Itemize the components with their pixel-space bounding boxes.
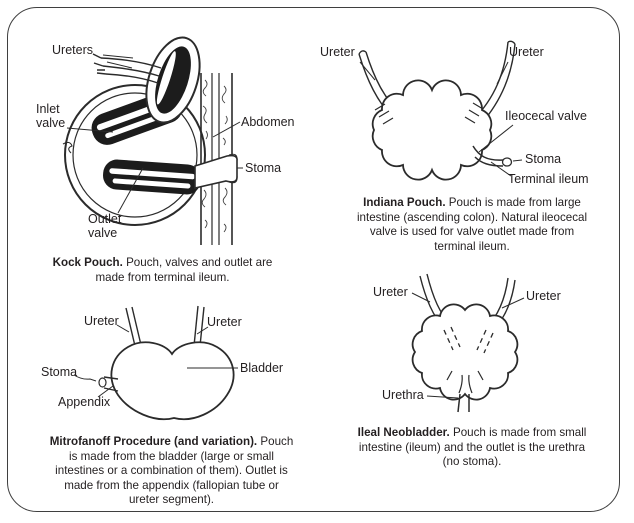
wall-texture — [201, 79, 228, 233]
kock-ureters — [92, 53, 162, 84]
page-border-frame — [7, 7, 620, 512]
mitrofanoff-leader-lines — [73, 324, 238, 398]
kock-pouch-body — [62, 84, 206, 226]
caption-body: Pouch is made from small intestine (ileu… — [358, 426, 587, 469]
caption-body: Pouch is made from large intestine (asce… — [356, 196, 588, 253]
ileal-bottom-fold — [446, 370, 484, 394]
ileal-pouch-body — [411, 303, 519, 401]
caption-title: Ileal Neobladder. — [357, 426, 450, 439]
caption-ileal-neobladder: Ileal Neobladder. Pouch is made from sma… — [352, 426, 592, 470]
indiana-terminal-ileum — [472, 145, 513, 167]
ileal-ureter-implants — [443, 326, 494, 354]
mitrofanoff-illustration — [73, 305, 238, 420]
kock-leader-lines — [66, 54, 243, 214]
label-outlet-valve: Outlet valve — [88, 212, 122, 240]
label-ureter-left: Ureter — [84, 314, 119, 328]
label-stoma: Stoma — [41, 365, 78, 379]
label-ureter-right: Ureter — [207, 315, 242, 329]
caption-kock-pouch: Kock Pouch. Pouch, valves and outlet are… — [45, 256, 280, 285]
caption-indiana-pouch: Indiana Pouch. Pouch is made from large … — [352, 196, 592, 254]
indiana-leader-lines — [359, 61, 523, 177]
label-ureters: Ureters — [52, 43, 93, 57]
ileal-urethra — [457, 393, 470, 413]
indiana-suture-marks — [374, 102, 484, 125]
indiana-pouch-illustration — [358, 40, 523, 181]
ileal-neobladder-illustration — [411, 273, 525, 413]
label-stoma: Stoma — [245, 161, 282, 175]
kock-stoma — [194, 153, 238, 190]
indiana-pouch-body — [371, 79, 493, 181]
caption-title: Mitrofanoff Procedure (and variation). — [49, 435, 258, 448]
label-abdomen: Abdomen — [241, 115, 295, 129]
label-inlet-valve: Inlet valve — [36, 102, 66, 130]
kock-outlet-valve — [103, 159, 201, 195]
caption-body: Pouch is made from the bladder (large or… — [55, 435, 294, 507]
label-appendix: Appendix — [58, 395, 111, 409]
caption-mitrofanoff: Mitrofanoff Procedure (and variation). P… — [49, 435, 294, 508]
caption-title: Indiana Pouch. — [363, 196, 446, 209]
kock-pouch-illustration — [62, 36, 243, 245]
caption-title: Kock Pouch. — [52, 256, 123, 269]
label-ileocecal-valve: Ileocecal valve — [505, 109, 587, 123]
mitrofanoff-ureters — [125, 305, 205, 347]
mitrofanoff-bladder-body — [110, 341, 235, 420]
kock-afferent-limb — [145, 36, 201, 124]
label-ureter-right: Ureter — [526, 289, 561, 303]
ileal-leader-lines — [411, 292, 525, 399]
label-stoma: Stoma — [525, 152, 562, 166]
label-urethra: Urethra — [382, 388, 424, 402]
caption-body: Pouch, valves and outlet are made from t… — [95, 256, 273, 284]
label-ureter-left: Ureter — [373, 285, 408, 299]
label-ureter-right: Ureter — [509, 45, 544, 59]
mitrofanoff-appendix-stoma — [98, 376, 119, 392]
label-bladder: Bladder — [240, 361, 284, 375]
label-terminal-ileum: Terminal ileum — [508, 172, 589, 186]
label-ureter-left: Ureter — [320, 45, 355, 59]
indiana-stoma-opening — [501, 157, 513, 167]
